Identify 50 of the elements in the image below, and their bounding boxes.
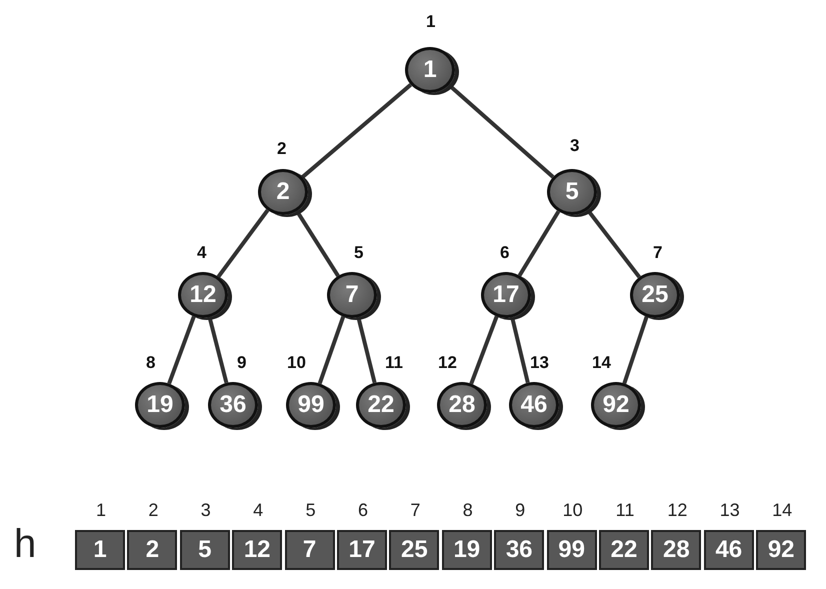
index-number: 10 [562,500,584,521]
index-number: 5 [304,500,317,521]
array-cell: 46 [704,530,754,570]
index-label: 9 [237,353,246,373]
array-cell: 17 [337,530,387,570]
connector-line [469,316,499,384]
index-label: 11 [385,353,403,373]
connector-line [518,210,560,277]
array-cell: 22 [599,530,649,570]
array-cell: 19 [442,530,492,570]
array-cell: 12 [232,530,282,570]
array-cell: 99 [546,530,597,570]
array-cell: 25 [389,530,440,570]
connector-line [216,208,270,278]
index-number: 2 [147,500,160,521]
index-number: 11 [614,500,636,521]
index-number: 9 [514,500,526,521]
array-cell: 28 [651,530,702,570]
index-number: 12 [666,500,688,521]
index-label: 5 [354,243,364,263]
array-name: h [14,522,36,567]
index-label: 3 [570,136,580,156]
index-number: 6 [356,500,369,521]
array-cell: 1 [75,530,125,570]
index-number: 14 [771,500,794,521]
connector-line [167,316,196,384]
array-cell: 36 [494,530,544,570]
index-label: 4 [197,243,206,263]
index-label: 8 [146,353,156,373]
index-number: 13 [718,500,741,521]
connector-line [300,83,412,179]
index-label: 10 [287,353,306,373]
array-cell: 92 [756,530,806,570]
index-label: 14 [592,353,611,373]
index-number: 4 [252,500,264,521]
connector-line [318,316,346,384]
array-cell: 7 [284,530,335,570]
index-number: 7 [409,500,422,521]
index-number: 1 [94,500,107,521]
connector-line [622,316,649,384]
index-label: 13 [530,353,549,373]
array-cell: 2 [127,530,178,570]
index-label: 6 [500,243,510,263]
index-label: 12 [438,353,457,373]
index-number: 3 [200,500,212,521]
index-label: 2 [277,139,286,159]
index-label: 7 [653,243,662,263]
index-number: 8 [462,500,474,521]
index-label: 1 [426,12,436,32]
array-cell: 5 [180,530,230,570]
